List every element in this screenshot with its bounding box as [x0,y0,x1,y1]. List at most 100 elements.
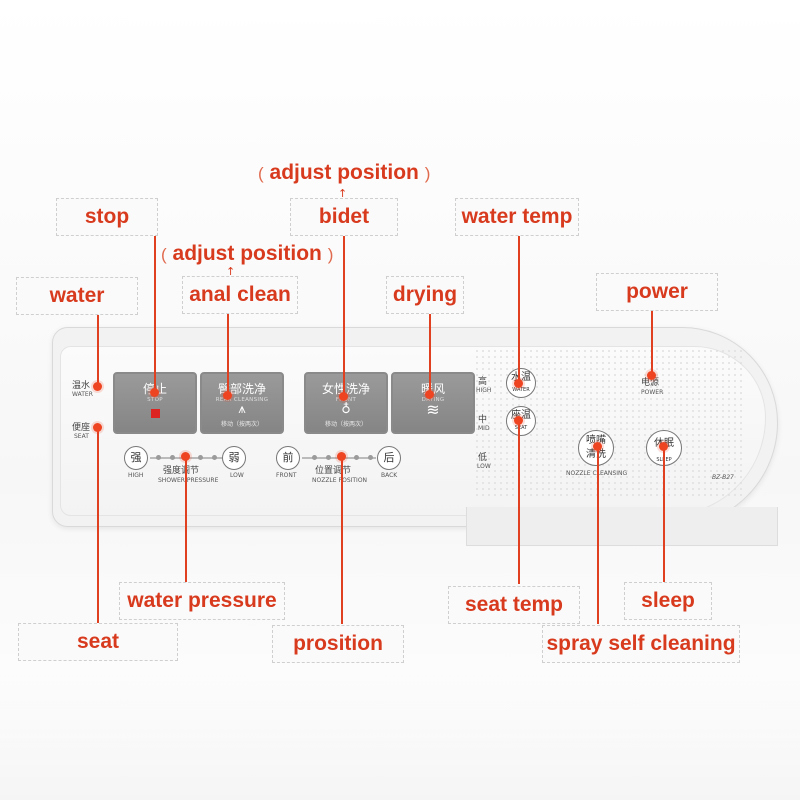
water-leader [97,314,99,386]
adjust-position-text: adjust position [172,242,322,265]
level-high-label-en: HIGH [476,387,492,394]
spray-self-cleaning-leader [597,446,599,624]
power-dot [647,371,656,380]
pressure-label: 强度调节 [163,466,200,476]
water-dot [93,382,102,391]
rear-cleansing-sub: 移动（按两次） [220,421,263,428]
water-pressure-callout: water pressure [119,582,285,620]
model-number: BZ-B27 [712,474,734,481]
position-front-button[interactable]: 前 [276,446,300,470]
stop-button-label-en: STOP [147,397,163,403]
prosition-dot [337,452,346,461]
bidet-icon: ♁ [341,402,351,417]
seat-dot [93,423,102,432]
panel-mount [466,507,778,546]
pressure-high-button[interactable]: 强 [124,446,148,470]
water-pressure-dot [181,452,190,461]
seat-temp-leader [518,420,520,584]
power-indicator-label: 电源 [641,378,660,388]
sleep-leader [663,446,665,584]
drying-callout: drying [386,276,464,314]
pressure-low-label: LOW [230,472,244,479]
nozzle-cleansing-label-en: NOZZLE CLEANSING [566,470,628,477]
stop-dot [150,388,159,397]
seat-temp-label-en: SEAT [514,425,528,431]
position-label-en: NOZZLE POSITION [312,477,368,484]
power-indicator-label-en: POWER [641,389,664,396]
nozzle-cleansing-label-1: 喷嘴 [586,435,606,446]
rear-cleansing-label-en: REAR CLEANSING [215,397,269,403]
position-led [354,455,359,460]
bottom-reflection [0,670,800,800]
paren-close: ) [327,245,334,264]
up-arrow-icon: ↑ [338,187,348,200]
front-cleansing-sub: 移动（按两次） [324,421,367,428]
anal-clean-callout: anal clean [182,276,298,314]
nozzle-cleansing-label-2: 清洗 [586,449,606,460]
paren-open: ( [258,164,264,183]
water-temp-callout: water temp [455,198,579,236]
position-back-label: BACK [381,472,398,479]
seat-callout: seat [18,623,178,661]
paren-close: ) [424,164,431,183]
front-cleansing-button[interactable]: 女性洗净 FRONT ♁ 移动（按两次） [304,372,388,434]
spray-self-cleaning-dot [593,442,602,451]
stop-square-icon [150,409,160,418]
position-led [326,455,331,460]
pressure-high-label: HIGH [128,472,144,479]
prosition-leader [341,456,343,624]
position-label: 位置调节 [315,466,352,476]
water-indicator-label: 温水 [72,381,91,391]
drying-dot [425,390,434,399]
water-indicator-label-en: WATER [72,391,93,398]
power-leader [651,311,653,375]
bidet-leader [343,236,345,396]
drying-label-en: DRYING [421,397,445,403]
adjust-position-note-mid: ( adjust position ) [161,242,333,266]
seat-leader [97,427,99,623]
water-callout: water [16,277,138,315]
drying-button[interactable]: 暖风 DRYING ≋ [391,372,475,434]
rear-cleansing-label: 臀部洗净 [217,382,266,396]
seat-indicator-label-en: SEAT [74,433,89,440]
seat-temp-dot [514,416,523,425]
stop-callout: stop [56,198,158,236]
prosition-callout: prosition [272,625,404,663]
position-front-label: FRONT [276,472,297,479]
rear-cleansing-button[interactable]: 臀部洗净 REAR CLEANSING ⩚ 移动（按两次） [200,372,284,434]
adjust-position-text: adjust position [269,161,419,184]
water-temp-label-en: WATER [512,387,530,393]
seat-indicator-label: 便座 [72,423,91,433]
spray-self-cleaning-callout: spray self cleaning [542,625,740,663]
water-temp-leader [518,236,520,383]
power-callout: power [596,273,718,311]
seat-temp-label: 座温 [511,410,531,421]
position-back-button[interactable]: 后 [377,446,401,470]
level-low-label: 低 [478,453,488,463]
pressure-led [170,455,175,460]
level-low-label-en: LOW [477,463,491,470]
position-led [368,455,373,460]
seat-temp-callout: seat temp [448,586,580,624]
level-mid-label: 中 [478,415,488,425]
wind-icon: ≋ [426,400,440,419]
anal-clean-leader [227,313,229,395]
up-arrow-icon: ↑ [226,265,236,278]
adjust-position-note-top: ( adjust position ) [258,161,430,185]
water-temp-dot [514,379,523,388]
pressure-led [156,455,161,460]
anal-clean-dot [223,391,232,400]
sleep-dot [659,442,668,451]
bidet-dot [339,392,348,401]
pressure-label-en: SHOWER PRESSURE [158,477,219,484]
pressure-low-button[interactable]: 弱 [222,446,246,470]
front-cleansing-label: 女性洗净 [321,382,370,396]
level-high-label: 高 [478,377,488,387]
position-led [312,455,317,460]
water-pressure-leader [185,456,187,584]
water-temp-button[interactable]: 水温 WATER [506,368,536,398]
water-temp-label: 水温 [511,372,531,383]
paren-open: ( [161,245,167,264]
drying-leader [429,314,431,394]
